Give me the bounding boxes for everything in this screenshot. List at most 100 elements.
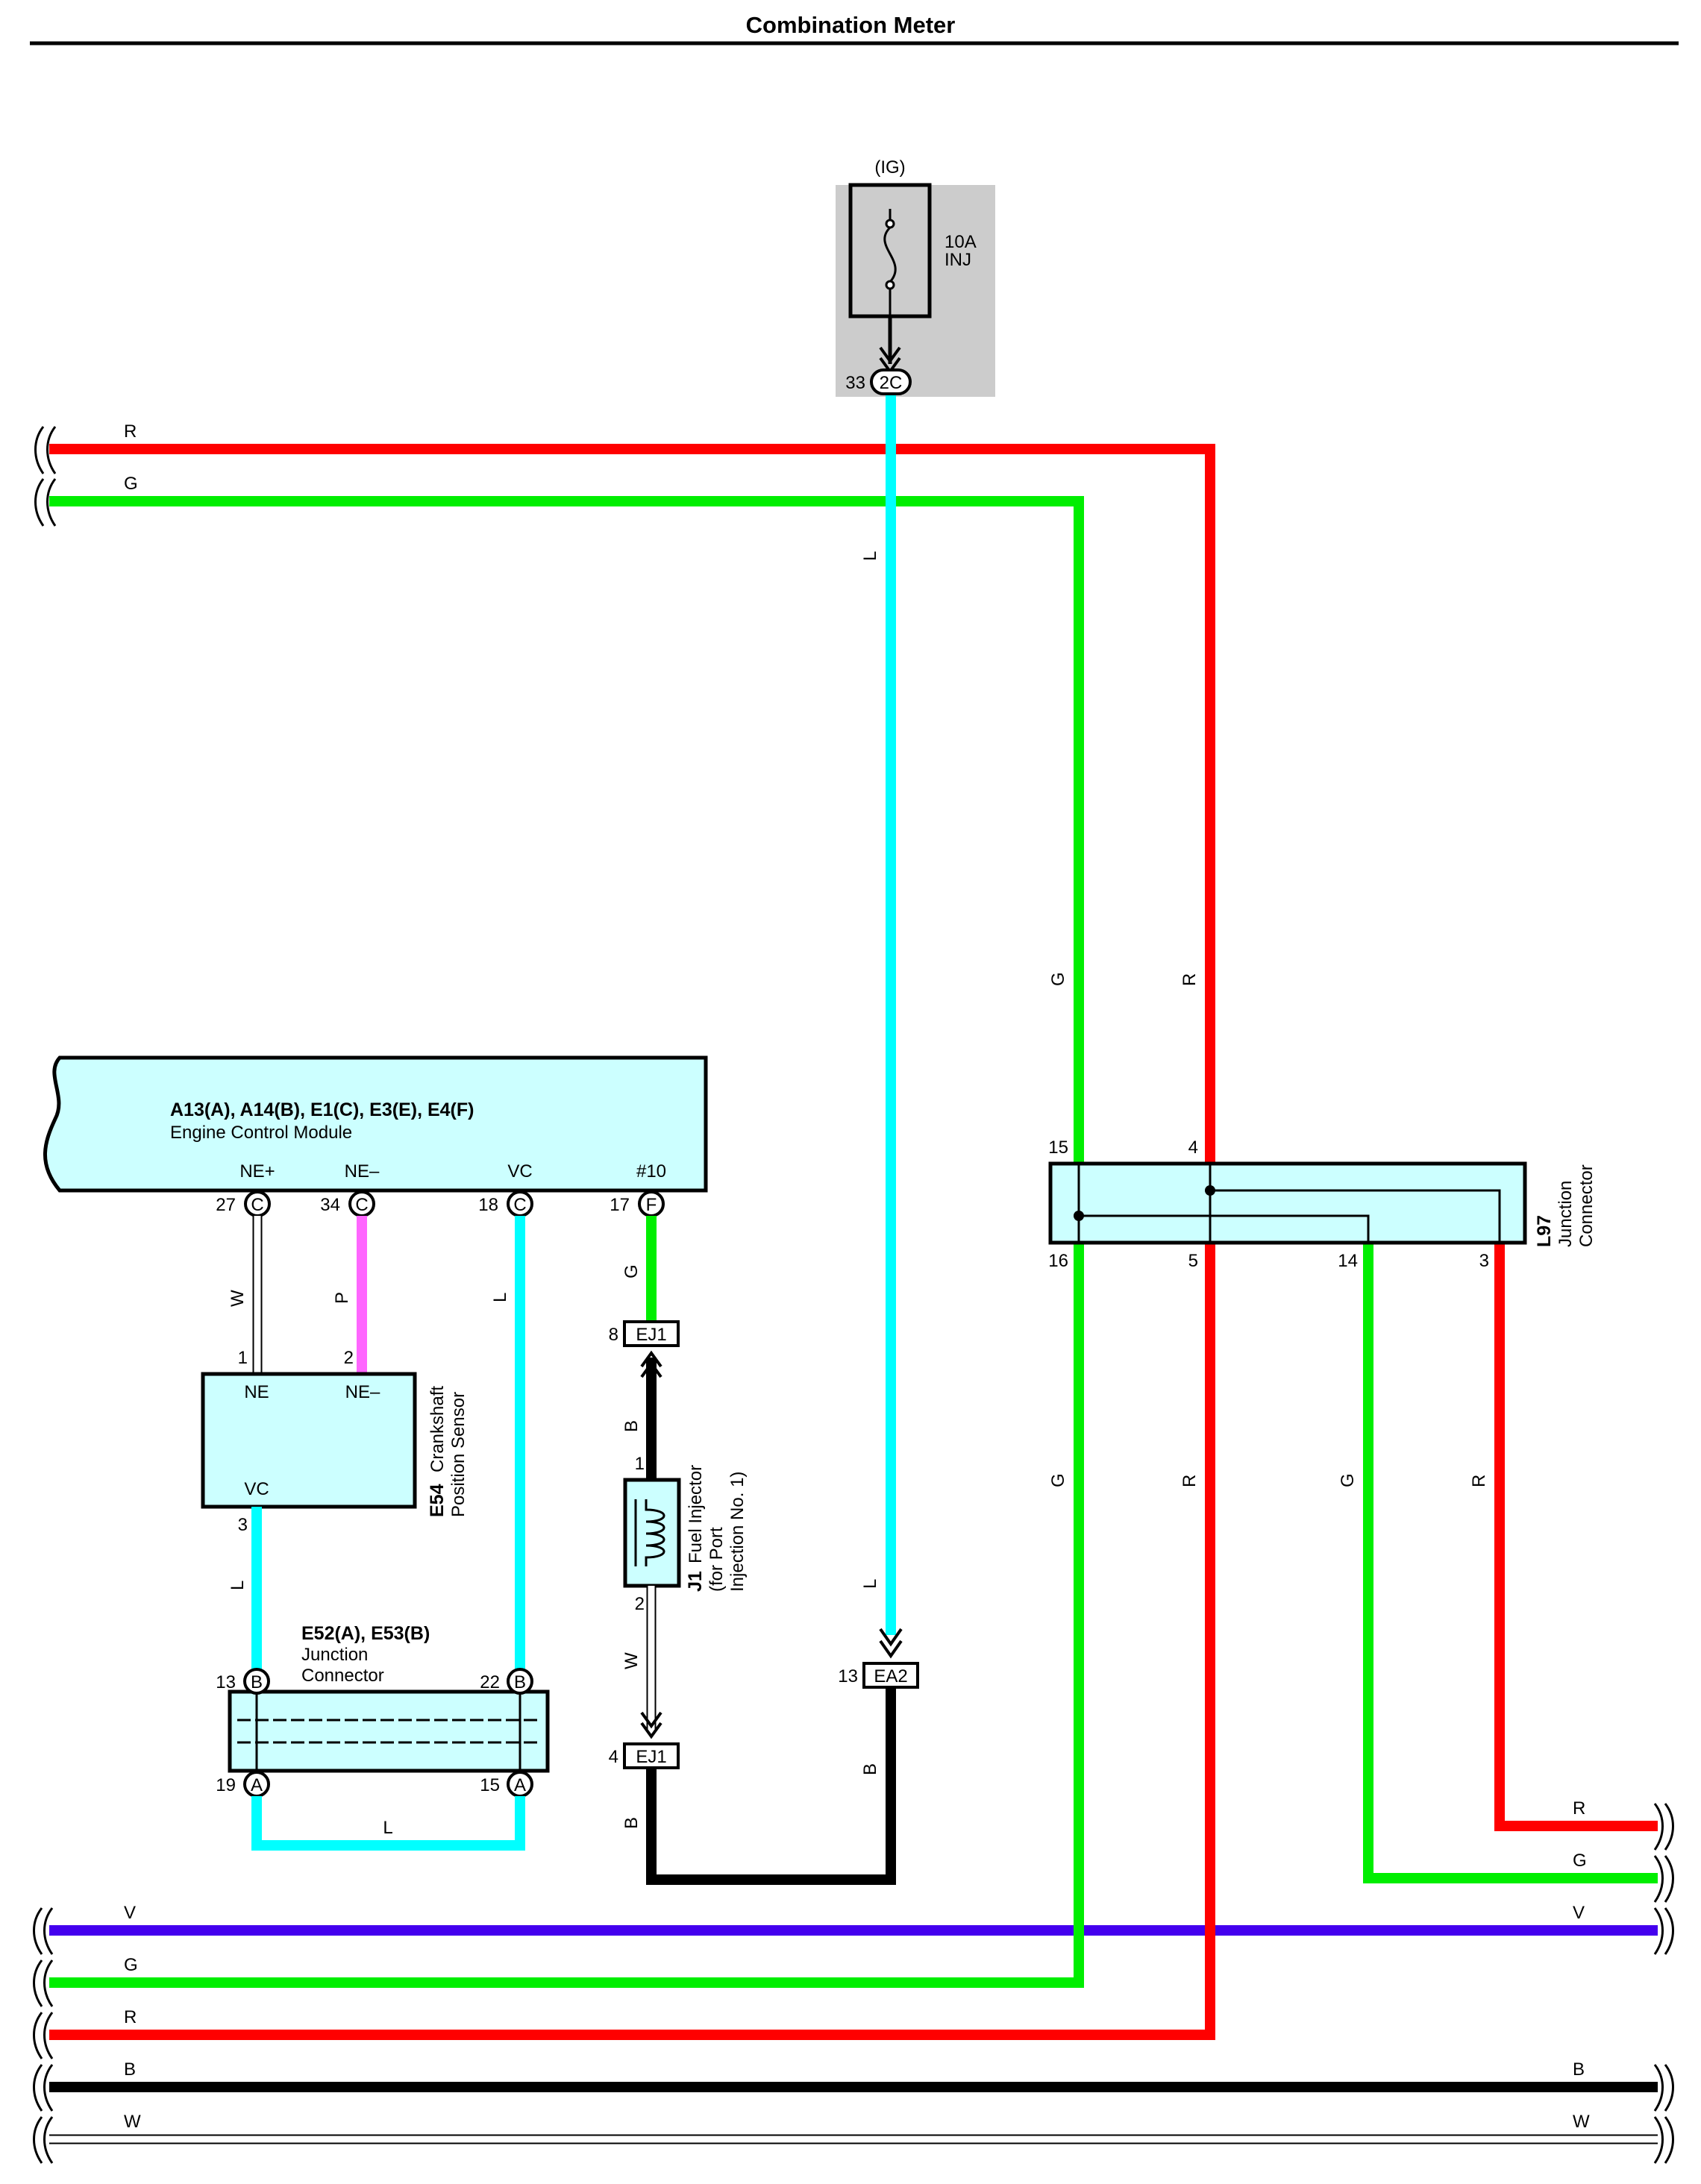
svg-text:C: C [513, 1195, 526, 1215]
svg-text:C: C [355, 1195, 368, 1215]
wire-label-r-right-upper: R [1180, 973, 1200, 986]
connector-ej1-bottom: EJ1 4 [609, 1742, 680, 1769]
svg-text:13: 13 [216, 1672, 236, 1692]
fuse-name: INJ [945, 250, 971, 270]
svg-text:NE+: NE+ [239, 1161, 275, 1182]
jc-left-terminal-tl: B 13 [216, 1668, 270, 1695]
ecm-terminal-ne-plus: NE+ C 27 [216, 1161, 275, 1217]
wire-label-r-branch: R [1469, 1475, 1489, 1487]
wire-r-bottom [49, 1244, 1215, 2040]
ecm-box [43, 1055, 708, 1193]
svg-text:E54: E54 [427, 1484, 448, 1517]
wire-g-right [1363, 1244, 1658, 1883]
svg-text:Junction: Junction [1556, 1181, 1576, 1247]
wire-label-l-fuse-upper: L [860, 551, 880, 561]
wire-label-w-left: W [124, 2112, 141, 2132]
injector-label: J1 Fuel Injector (for Port Injection No.… [685, 1465, 748, 1592]
wire-label-w-injector: W [621, 1652, 642, 1669]
ecm-terminal-vc: VC C 18 [478, 1161, 533, 1217]
diagram-title: Combination Meter [746, 12, 956, 38]
wire-label-l-fuse-lower: L [860, 1579, 880, 1589]
svg-text:4: 4 [609, 1747, 618, 1767]
wire-r-top [49, 444, 1215, 1162]
jc-right-pin-14: 14 [1338, 1251, 1358, 1271]
ecm-terminal-10: #10 F 17 [610, 1161, 666, 1217]
jc-left-id: E52(A), E53(B) [301, 1623, 430, 1644]
wire-label-r-left: R [124, 2007, 137, 2027]
jc-right-box [1048, 1161, 1527, 1245]
wire-break-right [1653, 1803, 1674, 2164]
wire-label-b-right: B [1573, 2059, 1585, 2080]
chevron-down-icon [879, 1628, 903, 1659]
wire-l-jc-loop [251, 1796, 525, 1851]
fuse-supply-label: (IG) [874, 157, 905, 178]
wire-label-w-right: W [1573, 2112, 1590, 2132]
fuse-pin-number: 33 [845, 373, 865, 393]
svg-text:17: 17 [610, 1195, 630, 1215]
wire-label-r-top: R [124, 421, 137, 442]
connector-ej1-top: EJ1 8 [609, 1320, 680, 1347]
svg-text:15: 15 [480, 1775, 500, 1795]
ecm-name: Engine Control Module [170, 1123, 352, 1143]
fuse-box [836, 185, 995, 397]
svg-text:19: 19 [216, 1775, 236, 1795]
ecm-terminal-ne-minus: NE– C 34 [320, 1161, 380, 1217]
wire-label-l-vc: L [490, 1293, 510, 1302]
wire-g-top [49, 496, 1084, 1162]
fuse-terminal [870, 368, 912, 395]
jc-right-pin-3: 3 [1479, 1251, 1489, 1271]
sensor-pin-1: 1 [238, 1348, 248, 1368]
svg-text:(for Port: (for Port [707, 1527, 727, 1592]
wire-label-r-right-lower: R [1180, 1475, 1200, 1487]
svg-text:C: C [251, 1195, 263, 1215]
sensor-term-ne: NE [244, 1382, 269, 1402]
jc-left-box [228, 1689, 550, 1773]
wire-label-v-right: V [1573, 1903, 1585, 1923]
svg-text:EJ1: EJ1 [636, 1747, 666, 1767]
svg-text:VC: VC [507, 1161, 532, 1182]
svg-text:Crankshaft: Crankshaft [427, 1386, 448, 1472]
sensor-term-ne-minus: NE– [345, 1382, 380, 1402]
wire-r-right [1494, 1244, 1658, 1831]
wire-label-g-right: G [1573, 1851, 1587, 1871]
sensor-pin-2: 2 [344, 1348, 354, 1368]
jc-left-name: Junction [301, 1645, 368, 1665]
jc-right-node-g [1074, 1211, 1084, 1221]
svg-text:B: B [251, 1672, 263, 1692]
fuse-connector-id: 2C [880, 373, 903, 393]
jc-left-terminal-bl: A 19 [216, 1771, 270, 1798]
wire-label-b-ground-right: B [860, 1763, 880, 1775]
wire-label-b-left: B [124, 2059, 136, 2080]
svg-text:A: A [514, 1775, 526, 1795]
svg-text:EA2: EA2 [874, 1666, 907, 1686]
wire-label-v-left: V [124, 1903, 136, 1923]
wire-label-g-10: G [621, 1264, 642, 1278]
svg-text:#10: #10 [636, 1161, 666, 1182]
wire-label-b-injector: B [621, 1420, 642, 1432]
wire-label-g-branch: G [1338, 1473, 1358, 1487]
wire-break-left-bottom [33, 1907, 54, 2164]
svg-text:L97: L97 [1534, 1215, 1555, 1247]
wire-label-b-ground-left: B [621, 1817, 642, 1829]
svg-text:Fuel Injector: Fuel Injector [686, 1465, 706, 1563]
wire-label-g-left: G [124, 1955, 138, 1975]
svg-text:A: A [251, 1775, 263, 1795]
svg-text:27: 27 [216, 1195, 236, 1215]
wire-label-g-right-upper: G [1048, 972, 1068, 986]
jc-right-pin-15: 15 [1048, 1138, 1068, 1158]
wire-g-bottom [49, 1244, 1084, 1988]
fuse-icon [883, 209, 897, 316]
svg-text:8: 8 [609, 1325, 618, 1345]
wire-label-w-ne-plus: W [228, 1290, 248, 1307]
svg-text:Connector: Connector [1576, 1164, 1597, 1247]
injector-pin-2: 2 [635, 1594, 645, 1614]
jc-left-terminal-br: A 15 [480, 1771, 533, 1798]
wire-b-ground-loop [646, 1687, 896, 1885]
injector-pin-1: 1 [635, 1454, 645, 1474]
wire-label-r-right: R [1573, 1798, 1585, 1819]
jc-left-terminal-tr: B 22 [480, 1668, 533, 1695]
jc-right-internal [1077, 1164, 1501, 1243]
sensor-label: E54 Crankshaft Position Sensor [427, 1386, 469, 1517]
ecm-connectors: A13(A), A14(B), E1(C), E3(E), E4(F) [170, 1099, 474, 1120]
